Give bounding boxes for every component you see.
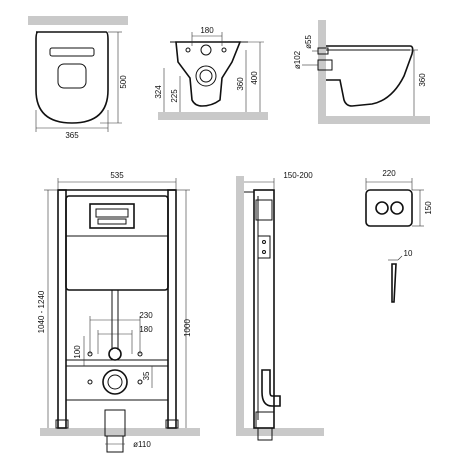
drain-connector xyxy=(255,411,275,429)
flush-box xyxy=(255,199,273,221)
seat-cover-inner xyxy=(57,63,87,89)
outlet-offset-label: 35 xyxy=(142,371,151,380)
inlet-height-label: 100 xyxy=(73,345,82,359)
outlet-circle-outer xyxy=(195,65,217,87)
bolt-left xyxy=(185,47,191,53)
plate-side-profile xyxy=(391,263,397,303)
height-label-inner: 225 xyxy=(170,89,179,103)
inner-spacing-label: 180 xyxy=(139,325,153,334)
flush-plate: 220 150 10 xyxy=(365,169,433,303)
floor xyxy=(40,428,200,436)
drain-pipe-below xyxy=(257,427,273,441)
plate-width-label: 220 xyxy=(382,169,396,178)
toilet-profile-outline xyxy=(326,45,414,107)
frame-side-view: 150-200 xyxy=(236,171,324,441)
top-wall xyxy=(28,16,128,25)
height-label-mid: 360 xyxy=(236,77,245,91)
inlet-circle xyxy=(200,44,212,56)
flush-mechanism-lower xyxy=(97,218,127,225)
frame-left-post xyxy=(57,189,67,429)
outlet-circle-inner xyxy=(199,69,213,83)
drain-outlet-outer xyxy=(102,369,128,395)
flush-plate-body xyxy=(365,189,413,227)
seat-hinge xyxy=(49,47,95,57)
height-label: 500 xyxy=(119,75,128,89)
bolt-lower-right xyxy=(137,379,143,385)
frame-body xyxy=(253,189,275,429)
plate-height-label: 150 xyxy=(424,201,433,215)
pipe-small-label: ø55 xyxy=(304,35,313,49)
pipe-large-label: ø102 xyxy=(293,50,302,69)
height-label: 360 xyxy=(418,73,427,87)
foot-right xyxy=(165,419,179,429)
depth-label: 150-200 xyxy=(283,171,313,180)
inlet-block xyxy=(257,235,271,259)
foot-left xyxy=(55,419,69,429)
floor xyxy=(318,116,430,124)
thickness-leader xyxy=(397,255,403,261)
flush-button-large xyxy=(390,201,404,215)
bolt-lower-left xyxy=(87,379,93,385)
drain-elbow xyxy=(261,369,281,407)
bolt-right xyxy=(221,47,227,53)
frame-front-view: 535 1040 - 1240 1000 230 180 100 35 ø110 xyxy=(37,171,200,453)
thickness-label: 10 xyxy=(404,249,413,258)
height-range-label: 1040 - 1240 xyxy=(37,290,46,333)
wall xyxy=(318,20,326,124)
toilet-front-view: 500 365 xyxy=(28,16,128,140)
height-label-left: 324 xyxy=(154,85,163,99)
width-label: 365 xyxy=(65,131,79,140)
height-label-right: 400 xyxy=(250,71,259,85)
frame-right-post xyxy=(167,189,177,429)
bolt-spacing-label: 230 xyxy=(139,311,153,320)
toilet-bowl-outline xyxy=(35,31,109,124)
width-label: 180 xyxy=(200,26,214,35)
inlet-dot-2 xyxy=(262,250,266,254)
drain-diameter-label: ø110 xyxy=(133,440,151,449)
width-label: 535 xyxy=(110,171,124,180)
wall xyxy=(236,176,244,436)
flush-button-small xyxy=(375,201,389,215)
floor xyxy=(236,428,324,436)
inlet-dot-1 xyxy=(262,240,266,244)
drain-outlet-inner xyxy=(107,374,123,390)
water-inlet xyxy=(108,347,122,361)
toilet-back-outline xyxy=(175,41,242,107)
toilet-back-view: 180 324 225 360 400 xyxy=(154,26,268,120)
flush-mechanism-inner xyxy=(95,208,129,218)
height-label: 1000 xyxy=(183,319,192,337)
flush-mechanism xyxy=(89,203,135,229)
toilet-profile-view: ø102 ø55 360 xyxy=(293,20,430,124)
floor xyxy=(158,112,268,120)
cistern xyxy=(65,195,169,291)
